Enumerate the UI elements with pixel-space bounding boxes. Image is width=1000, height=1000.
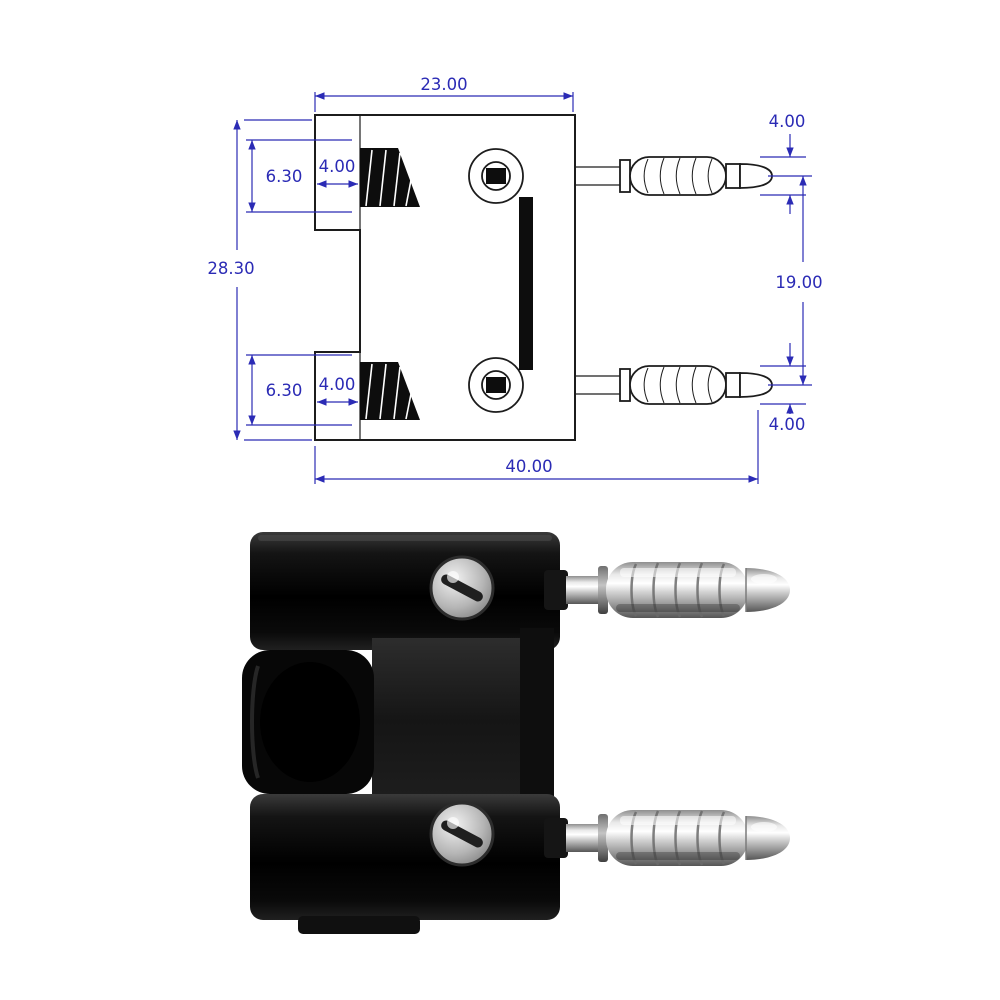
- dim-slot-top-label: 6.30: [266, 167, 303, 186]
- dim-wall-top-label: 4.00: [319, 157, 356, 176]
- banana-plug-photo-top: [544, 562, 790, 618]
- set-screw-hatch-bottom: [360, 362, 420, 420]
- dimension-tip-dia-top: 4.00: [760, 112, 806, 214]
- screw-photo-bottom: [429, 801, 495, 867]
- screw-hole-top: [468, 148, 524, 204]
- dim-overall-length-label: 40.00: [505, 457, 552, 476]
- dimension-top-width: 23.00: [314, 75, 574, 112]
- dimension-overall-length: 40.00: [314, 410, 759, 484]
- dim-slot-bottom-label: 6.30: [266, 381, 303, 400]
- set-screw-hatch-top: [360, 148, 420, 207]
- dim-overall-height-label: 28.30: [207, 259, 254, 278]
- dimension-slot-bottom: 6.30: [246, 354, 352, 426]
- divider-bar-drawing: [519, 197, 533, 370]
- dim-tip-dia-top-label: 4.00: [769, 112, 806, 131]
- dimension-wall-bottom: 4.00: [317, 375, 358, 406]
- dimension-wall-top: 4.00: [317, 157, 358, 188]
- dim-tip-dia-bottom-label: 4.00: [769, 415, 806, 434]
- screw-hole-bottom: [468, 357, 524, 413]
- screw-photo-top: [429, 555, 495, 621]
- body-right-step: [520, 628, 554, 810]
- dimension-overall-height: 28.30: [207, 119, 312, 441]
- product-photo: [242, 532, 792, 934]
- dim-top-width-label: 23.00: [420, 75, 467, 94]
- dimension-drawing: 23.00 28.30 6.30 4.00 6.30 4.00: [207, 75, 823, 484]
- banana-plug-drawing-top: [575, 156, 773, 196]
- connector-body-photo: [242, 532, 560, 934]
- dim-wall-bottom-label: 4.00: [319, 375, 356, 394]
- dim-pin-spacing-label: 19.00: [775, 273, 822, 292]
- dimension-pin-spacing: 19.00: [768, 175, 823, 386]
- banana-plug-photo-bottom: [542, 808, 792, 868]
- body-mid-panel: [372, 638, 522, 804]
- banana-plug-drawing-bottom: [574, 365, 773, 405]
- dimension-tip-dia-bottom: 4.00: [760, 343, 806, 434]
- dimension-slot-top: 6.30: [246, 139, 352, 213]
- body-foot-tab: [298, 916, 420, 934]
